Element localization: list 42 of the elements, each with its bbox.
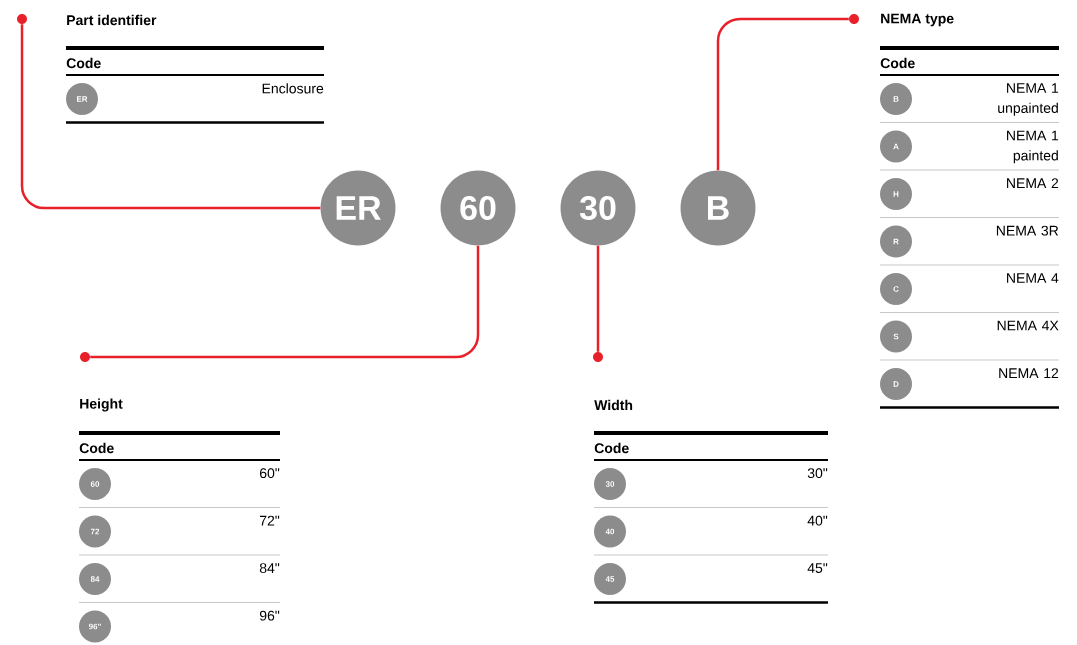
code-badge: D <box>880 368 912 400</box>
description-text: NEMA 4 <box>1007 273 1059 283</box>
table-heading: NEMA type <box>881 13 954 27</box>
code-badge: C <box>880 273 912 305</box>
code-badge: 40 <box>594 515 626 548</box>
description-text: Enclosure <box>262 83 324 94</box>
description-text: NEMA 1 painted <box>1007 130 1059 164</box>
connector-line <box>596 245 600 352</box>
description-text: 96" <box>259 610 280 621</box>
code-badge: 60 <box>79 468 111 500</box>
connector-line <box>716 17 849 171</box>
description-text: 72" <box>260 515 280 526</box>
code-badge: 84 <box>79 563 111 595</box>
column-header: Code <box>594 442 629 454</box>
description-text: 30" <box>807 468 828 479</box>
code-badge: 45 <box>594 563 626 595</box>
table-heading: Part identifier <box>67 14 157 26</box>
column-header: Code <box>66 57 101 69</box>
code-badge: R <box>880 225 912 258</box>
description-text: NEMA 2 <box>1007 178 1059 188</box>
column-header: Code <box>880 57 915 69</box>
description-text: 84" <box>259 563 280 574</box>
connector-line <box>90 245 480 359</box>
description-text: 40" <box>807 515 828 526</box>
code-badge: H <box>880 178 912 210</box>
description-text: NEMA 4X <box>997 320 1059 331</box>
table-heading: Width <box>594 399 633 411</box>
code-badge: A <box>880 130 912 163</box>
description-text: 60" <box>259 468 280 479</box>
description-text: NEMA 1 unpainted <box>998 83 1059 116</box>
connector-line <box>20 24 321 210</box>
description-text: NEMA 3R <box>996 225 1059 236</box>
description-text: 45" <box>807 563 828 573</box>
code-badge: 30 <box>594 468 626 500</box>
code-badge: 96" <box>79 610 111 643</box>
column-header: Code <box>79 442 114 454</box>
code-badge: S <box>880 320 912 353</box>
description-text: NEMA 12 <box>999 368 1059 378</box>
code-badge: ER <box>66 83 98 115</box>
code-badge: B <box>880 83 912 115</box>
code-badge: 72 <box>79 515 111 548</box>
table-heading: Height <box>80 398 123 412</box>
